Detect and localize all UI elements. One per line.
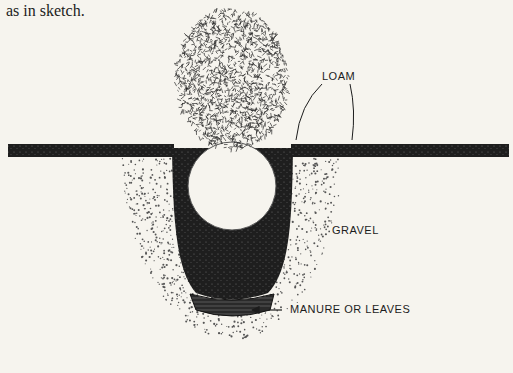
root-ball xyxy=(188,142,276,230)
loam-leader xyxy=(350,84,354,140)
caption-fragment: as in sketch. xyxy=(4,2,87,20)
loam-strip-left xyxy=(8,144,174,157)
shrub-foliage xyxy=(174,8,290,152)
part-label: LOAM xyxy=(320,70,357,82)
loam-leader xyxy=(296,84,322,140)
loam-strip-right xyxy=(291,144,509,157)
part-label: GRAVEL xyxy=(330,224,381,236)
manure-layer xyxy=(190,294,274,316)
part-label: MANURE OR LEAVES xyxy=(288,303,412,315)
manure-arrow xyxy=(252,309,282,310)
